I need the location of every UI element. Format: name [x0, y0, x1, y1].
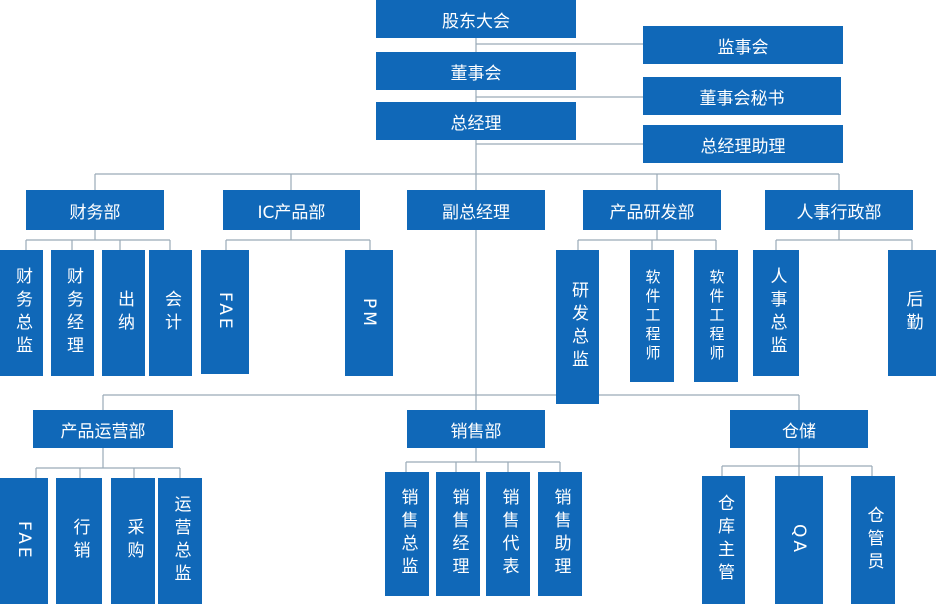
- node-rd-director: 研发总监: [556, 250, 599, 404]
- node-ic-fae: FAE: [201, 250, 249, 374]
- node-logistics: 后勤: [888, 250, 936, 376]
- node-marketing: 行销: [56, 478, 102, 604]
- node-warehouse: 仓储: [730, 410, 868, 448]
- node-board-secretary: 董事会秘书: [643, 77, 841, 115]
- node-qa: QA: [775, 476, 823, 604]
- node-sales-manager: 销售经理: [436, 472, 480, 596]
- node-board: 董事会: [376, 52, 576, 90]
- node-sales: 销售部: [407, 410, 545, 448]
- node-general-manager: 总经理: [376, 102, 576, 140]
- node-pm: PM: [345, 250, 393, 376]
- node-ops-director: 运营总监: [158, 478, 202, 604]
- node-finance-manager: 财务经理: [51, 250, 94, 376]
- node-shareholders: 股东大会: [376, 0, 576, 38]
- node-cashier: 出纳: [102, 250, 145, 376]
- node-warehouse-supervisor: 仓库主管: [702, 476, 745, 604]
- node-warehouse-keeper: 仓管员: [851, 476, 895, 604]
- node-hr-director: 人事总监: [753, 250, 799, 376]
- node-sales-assistant: 销售助理: [538, 472, 582, 596]
- node-gm-assistant: 总经理助理: [643, 125, 843, 163]
- node-ic-product: IC产品部: [223, 190, 360, 230]
- node-finance-director: 财务总监: [0, 250, 43, 376]
- node-accountant: 会计: [149, 250, 192, 376]
- node-sales-rep: 销售代表: [486, 472, 530, 596]
- node-purchasing: 采购: [111, 478, 155, 604]
- node-ops-fae: FAE: [0, 478, 48, 604]
- node-sales-director: 销售总监: [385, 472, 429, 596]
- node-rd: 产品研发部: [583, 190, 721, 230]
- node-software-engineer-1: 软件工程师: [630, 250, 674, 382]
- node-supervisors: 监事会: [643, 26, 843, 64]
- node-hr-admin: 人事行政部: [765, 190, 913, 230]
- node-software-engineer-2: 软件工程师: [694, 250, 738, 382]
- node-deputy-gm: 副总经理: [407, 190, 545, 230]
- node-operations: 产品运营部: [33, 410, 173, 448]
- node-finance: 财务部: [26, 190, 164, 230]
